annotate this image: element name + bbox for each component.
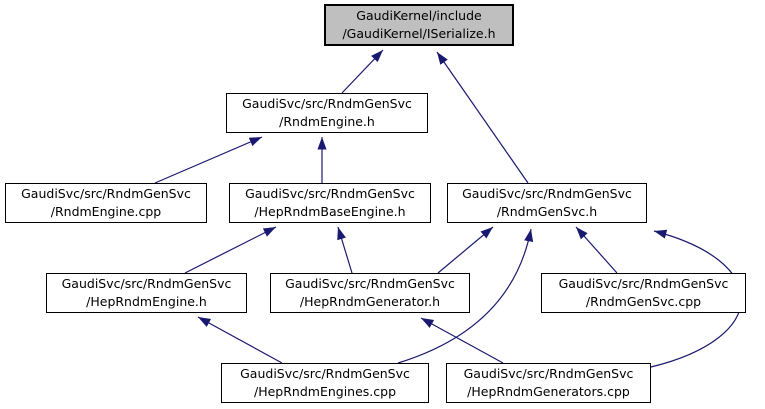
node-label-line1: GaudiSvc/src/RndmGenSvc	[242, 96, 412, 111]
node-label-line2: /HepRndmBaseEngine.h	[254, 204, 406, 219]
node-label-line2: /RndmEngine.h	[279, 114, 375, 129]
node-label-line1: GaudiSvc/src/RndmGenSvc	[61, 276, 232, 291]
edge-heprndmgenerator-h-to-rndmgensvc-h	[437, 226, 494, 274]
node-label-line1: GaudiSvc/src/RndmGenSvc	[285, 276, 455, 291]
node-heprndmengines-cpp[interactable]: GaudiSvc/src/RndmGenSvc /HepRndmEngines.…	[221, 363, 429, 403]
node-heprndmgenerators-cpp[interactable]: GaudiSvc/src/RndmGenSvc /HepRndmGenerato…	[446, 363, 651, 403]
node-rndmgensvc-h[interactable]: GaudiSvc/src/RndmGenSvc /RndmGenSvc.h	[447, 183, 647, 223]
node-label-line1: GaudiSvc/src/RndmGenSvc	[240, 366, 410, 381]
node-label-line2: /GaudiKernel/ISerialize.h	[342, 26, 496, 41]
node-rndmengine-h[interactable]: GaudiSvc/src/RndmGenSvc /RndmEngine.h	[226, 93, 428, 133]
node-label-line2: /HepRndmEngines.cpp	[253, 384, 397, 399]
node-heprndmbaseengine-h[interactable]: GaudiSvc/src/RndmGenSvc /HepRndmBaseEngi…	[229, 183, 431, 223]
node-label-line2: /RndmEngine.cpp	[50, 204, 162, 219]
edge-heprndmengine-h-to-heprndmbaseengine-h	[184, 226, 277, 274]
node-heprndmengine-h[interactable]: GaudiSvc/src/RndmGenSvc /HepRndmEngine.h	[46, 273, 247, 313]
edge-rndmgensvc-cpp-to-rndmgensvc-h	[575, 226, 618, 274]
node-label-line2: /HepRndmGenerator.h	[299, 294, 441, 309]
node-label-line1: GaudiKernel/include	[356, 8, 482, 23]
node-rndmengine-cpp[interactable]: GaudiSvc/src/RndmGenSvc /RndmEngine.cpp	[5, 183, 207, 223]
edge-heprndmengines-cpp-to-rndmgensvc-h	[397, 228, 534, 364]
node-rndmgensvc-cpp[interactable]: GaudiSvc/src/RndmGenSvc /RndmGenSvc.cpp	[541, 273, 746, 313]
node-label-line1: GaudiSvc/src/RndmGenSvc	[21, 186, 191, 201]
node-label-line2: /RndmGenSvc.h	[496, 204, 598, 219]
edge-heprndmgenerators-cpp-to-heprndmgenerator-h	[420, 317, 504, 364]
edge-heprndmgenerator-h-to-heprndmbaseengine-h	[337, 226, 353, 274]
node-label-line1: GaudiSvc/src/RndmGenSvc	[245, 186, 415, 201]
node-label-line1: GaudiSvc/src/RndmGenSvc	[462, 186, 632, 201]
edge-rndmengine-h-to-iserialize-h	[341, 49, 384, 94]
node-label-line2: /HepRndmGenerators.cpp	[467, 384, 630, 399]
edge-rndmengine-cpp-to-rndmengine-h	[154, 136, 263, 184]
node-iserialize-h: GaudiKernel/include /GaudiKernel/ISerial…	[324, 4, 514, 46]
node-label-line2: /RndmGenSvc.cpp	[585, 294, 702, 309]
node-label-line1: GaudiSvc/src/RndmGenSvc	[463, 366, 634, 381]
node-label-line2: /HepRndmEngine.h	[86, 294, 207, 309]
node-heprndmgenerator-h[interactable]: GaudiSvc/src/RndmGenSvc /HepRndmGenerato…	[270, 273, 470, 313]
node-label-line1: GaudiSvc/src/RndmGenSvc	[558, 276, 729, 291]
edge-rndmgensvc-h-to-iserialize-h	[436, 51, 529, 184]
edge-heprndmengines-cpp-to-heprndmengine-h	[197, 316, 283, 364]
